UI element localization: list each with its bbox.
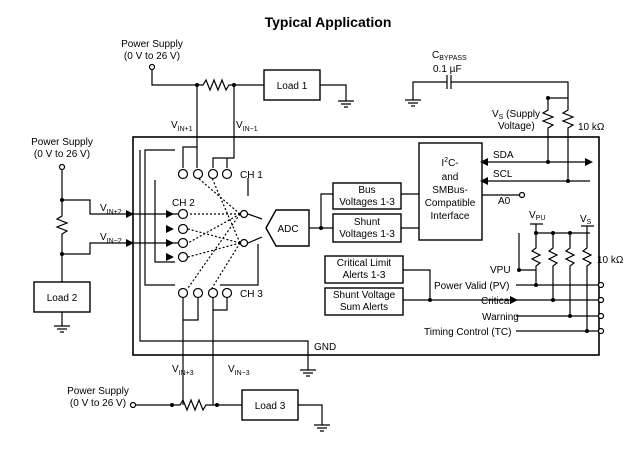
- vs-supply-label: VS (Supply: [492, 109, 540, 121]
- shunt-resistor-1: [197, 78, 234, 92]
- pullup-resistor-array: [530, 233, 593, 331]
- mux-pivot-1: [239, 209, 249, 219]
- vin-m2-label: VIN−2: [100, 232, 122, 245]
- ch1-label: CH 1: [240, 170, 263, 181]
- top-supply-terminal: [148, 63, 156, 71]
- ch3-label: CH 3: [240, 289, 263, 300]
- left-supply-label: Power Supply: [31, 137, 93, 148]
- pv-terminal: [597, 281, 605, 289]
- vin-p1-label: VIN+1: [171, 120, 193, 133]
- ground-ic: [300, 369, 316, 377]
- gnd-label: GND: [314, 342, 336, 353]
- pullup-resistor-sda: [541, 97, 568, 162]
- shunt-resistor-3: [172, 398, 217, 412]
- load-3-label: Load 3: [255, 401, 286, 412]
- ch2-pin-2: [177, 223, 189, 235]
- warning-terminal: [597, 312, 605, 320]
- r-right-label: 10 kΩ: [597, 255, 624, 266]
- bottom-supply-label: Power Supply: [67, 386, 129, 397]
- pv-output-label: Power Valid (PV): [434, 281, 509, 292]
- ch1-pin-3: [207, 168, 219, 180]
- diagram-title: Typical Application: [265, 14, 392, 30]
- critical-terminal: [597, 296, 605, 304]
- i2c-line-3: SMBus-: [432, 185, 468, 196]
- i2c-label: I2C-: [441, 157, 458, 169]
- load-1: [263, 69, 321, 101]
- scl-label: SCL: [493, 169, 513, 180]
- bypass-capacitor: [412, 81, 569, 98]
- sum-alerts-block: [324, 287, 404, 316]
- i2c-line-5: Interface: [431, 211, 470, 222]
- adc-label: ADC: [277, 224, 298, 235]
- vin-m1-label: VIN−1: [236, 120, 258, 133]
- ch3-pin-2: [192, 287, 204, 299]
- pullup-resistor-scl: [561, 98, 575, 181]
- top-supply: Power Supply (0 V to 26 V): [121, 39, 197, 86]
- warning-output-label: Warning: [482, 312, 519, 323]
- top-supply-range: (0 V to 26 V): [124, 51, 180, 62]
- shunt-voltages-label: Shunt: [354, 217, 380, 228]
- left-supply: Power Supply (0 V to 26 V): [31, 137, 93, 171]
- vpu-top-label: VPU: [529, 210, 545, 222]
- load-2-label: Load 2: [47, 293, 78, 304]
- ch2-label: CH 2: [172, 198, 195, 209]
- sum-alerts-label: Shunt Voltage: [333, 290, 396, 301]
- left-supply-terminal: [58, 163, 66, 171]
- ch2-pin-1: [177, 208, 189, 220]
- ch3-pin-4: [221, 287, 233, 299]
- vin-p3-label: VIN+3: [172, 364, 194, 377]
- vin-m3-label: VIN−3: [228, 364, 250, 377]
- ch2-pin-4: [177, 251, 189, 263]
- bottom-supply-range: (0 V to 26 V): [70, 398, 126, 409]
- vpu-output-label: VPU: [490, 265, 511, 276]
- vin-p2-label: VIN+2: [100, 203, 122, 216]
- shunt-voltages-block: [332, 213, 402, 243]
- ic-outline: [132, 136, 600, 356]
- i2c-line-4: Compatible: [425, 198, 476, 209]
- a0-label: A0: [498, 196, 511, 207]
- cbypass-label: CBYPASS: [432, 50, 467, 62]
- r-top-label: 10 kΩ: [578, 122, 605, 133]
- critical-alerts-label: Critical Limit: [337, 258, 392, 269]
- bus-voltages-label: Bus: [358, 185, 375, 196]
- cbypass-value: 0.1 µF: [433, 64, 462, 75]
- ground-load-3: [298, 404, 330, 432]
- load-1-label: Load 1: [277, 81, 308, 92]
- bus-voltages-block: [332, 182, 402, 210]
- ch3-pin-3: [207, 287, 219, 299]
- a0-terminal: [518, 191, 526, 199]
- bus-voltages-sub: Voltages 1-3: [339, 197, 395, 208]
- i2c-line-2: and: [442, 172, 459, 183]
- ch3-pin-1: [177, 287, 189, 299]
- ch1-pin-1: [177, 168, 189, 180]
- i2c-interface-block: [418, 142, 483, 241]
- ground-load-2: [54, 312, 70, 333]
- critical-alerts-sub: Alerts 1-3: [343, 270, 386, 281]
- ground-load-1: [338, 100, 354, 108]
- bottom-supply-terminal: [129, 401, 137, 409]
- critical-output-label: Critical: [481, 296, 512, 307]
- shunt-voltages-sub: Voltages 1-3: [339, 229, 395, 240]
- sda-label: SDA: [493, 150, 514, 161]
- top-supply-label: Power Supply: [121, 39, 183, 50]
- sum-alerts-sub: Sum Alerts: [340, 302, 388, 313]
- mux-pivot-2: [239, 238, 249, 248]
- ch1-pin-4: [221, 168, 233, 180]
- ch2-pin-3: [177, 237, 189, 249]
- ch1-pin-2: [192, 168, 204, 180]
- shunt-resistor-2: [55, 200, 69, 254]
- left-supply-range: (0 V to 26 V): [34, 149, 90, 160]
- tc-terminal: [597, 327, 605, 335]
- tc-output-label: Timing Control (TC): [424, 327, 511, 338]
- vs-supply-label-2: Voltage): [498, 121, 535, 132]
- vs-top-label: VS: [580, 214, 592, 226]
